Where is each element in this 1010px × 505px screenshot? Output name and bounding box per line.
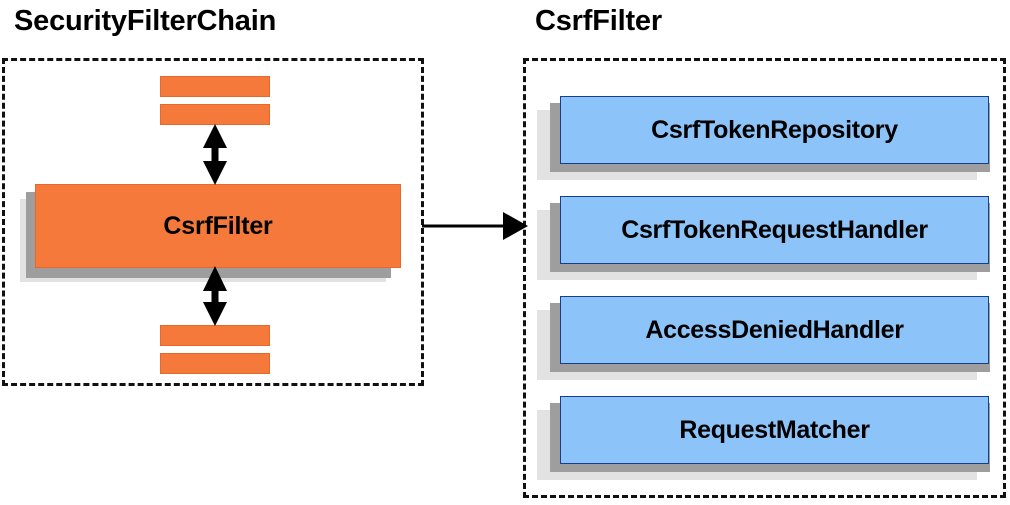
collaborator-box-request-matcher[interactable]: RequestMatcher [560,396,989,464]
collaborator-label: AccessDeniedHandler [645,315,904,344]
filter-bar-above-2 [160,104,270,125]
csrf-filter-box-label: CsrfFilter [163,211,273,240]
arrow-csrf-filter-to-collaborators [422,212,528,240]
collaborator-label: CsrfTokenRepository [651,115,898,144]
page-title-security-filter-chain: SecurityFilterChain [14,5,277,37]
filter-bar-below-2 [160,353,270,374]
filter-bar-below-1 [160,325,270,346]
collaborator-label: CsrfTokenRequestHandler [621,215,928,244]
filter-bar-above-1 [160,76,270,97]
security-filter-chain-container [2,58,424,386]
csrf-filter-box[interactable]: CsrfFilter [35,184,401,268]
page-title-csrf-filter: CsrfFilter [535,5,662,37]
csrf-filter-container [523,58,1006,498]
collaborator-box-csrf-token-request-handler[interactable]: CsrfTokenRequestHandler [560,196,989,264]
collaborator-box-access-denied-handler[interactable]: AccessDeniedHandler [560,296,989,364]
collaborator-box-csrf-token-repository[interactable]: CsrfTokenRepository [560,96,989,164]
collaborator-label: RequestMatcher [679,415,870,444]
